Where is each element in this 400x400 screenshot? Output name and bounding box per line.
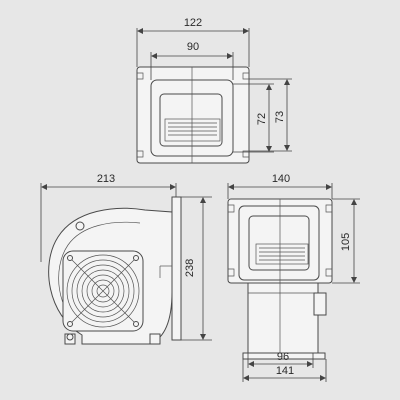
- dim-top-width-inner: 90: [187, 41, 199, 53]
- dim-top-width-outer: 122: [184, 17, 202, 29]
- dim-front-outlet-inner: 96: [277, 351, 289, 363]
- front-window: [248, 215, 310, 271]
- side-view: 213 238: [40, 173, 212, 345]
- fan-guard: [62, 250, 144, 332]
- dim-top-height-inner: 72: [256, 113, 268, 125]
- front-label-plate: [255, 243, 309, 265]
- dim-front-width: 140: [272, 173, 290, 185]
- front-base: [242, 352, 326, 360]
- dim-side-length: 213: [97, 173, 115, 185]
- dim-front-outlet-outer: 141: [276, 365, 294, 377]
- front-motor-cap: [313, 292, 327, 316]
- dim-top-height-outer: 73: [274, 111, 286, 123]
- front-motor-body: [247, 282, 319, 354]
- dim-front-height: 105: [340, 233, 352, 251]
- front-view: 140 105 96 141: [227, 173, 360, 382]
- top-label-plate: [164, 118, 221, 142]
- top-window: [159, 93, 223, 147]
- dim-side-height: 238: [184, 259, 196, 277]
- top-view: 122 90 72 73: [136, 17, 292, 164]
- side-foot-right: [149, 333, 161, 345]
- side-flange: [171, 196, 182, 341]
